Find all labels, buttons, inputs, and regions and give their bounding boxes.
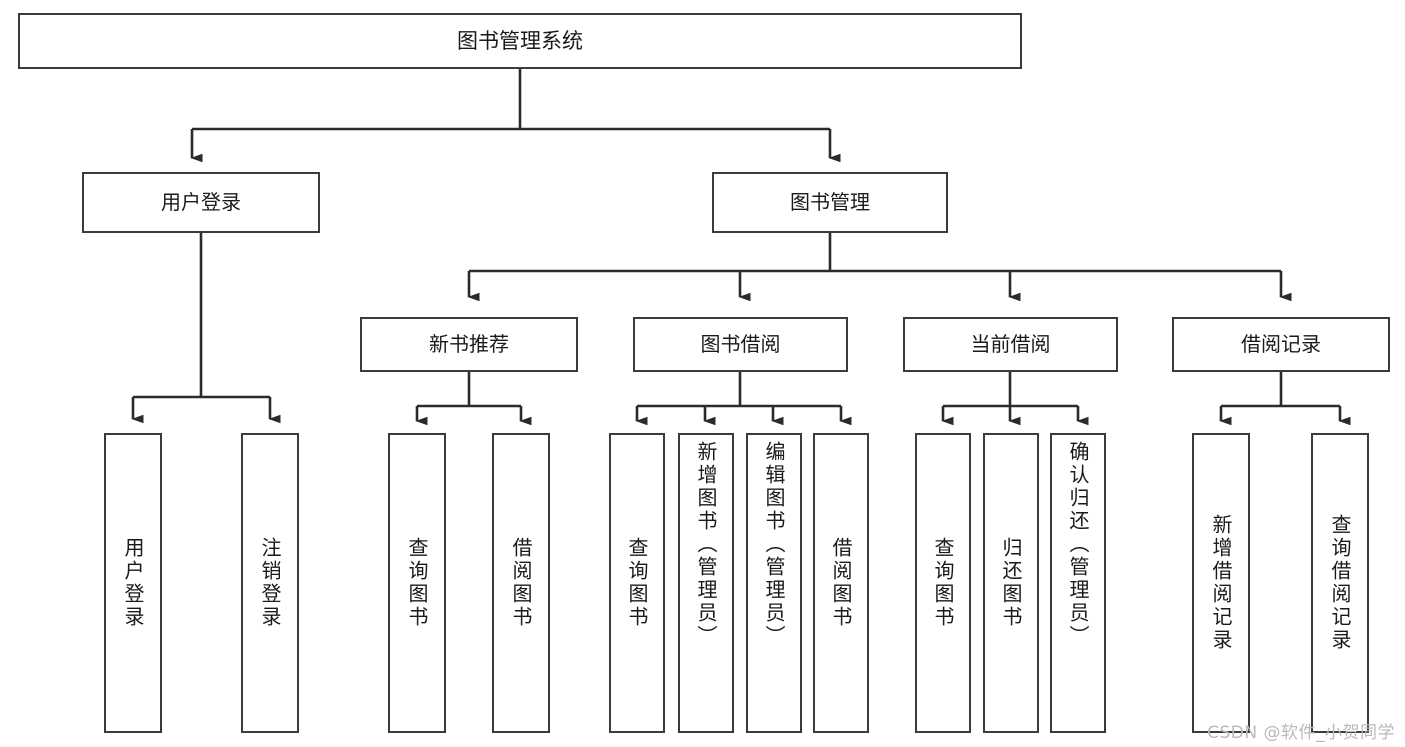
leaf-query-book-1-label: 查询图书 — [405, 537, 429, 629]
leaf-add-book-label: 新增图书（管理员） — [694, 441, 718, 648]
leaf-query-book-2[interactable]: 查询图书 — [609, 433, 665, 733]
leaf-logout[interactable]: 注销登录 — [241, 433, 299, 733]
leaf-query-record-label: 查询借阅记录 — [1328, 514, 1352, 652]
leaf-borrow-book-1-label: 借阅图书 — [509, 537, 533, 629]
leaf-confirm-return-label: 确认归还（管理员） — [1066, 441, 1090, 648]
leaf-return-book-label: 归还图书 — [999, 537, 1023, 629]
leaf-confirm-return[interactable]: 确认归还（管理员） — [1050, 433, 1106, 733]
leaf-add-book[interactable]: 新增图书（管理员） — [678, 433, 734, 733]
node-user-login-label: 用户登录 — [161, 189, 241, 214]
leaf-query-book-1[interactable]: 查询图书 — [388, 433, 446, 733]
leaf-edit-book-label: 编辑图书（管理员） — [762, 441, 786, 648]
leaf-add-record-label: 新增借阅记录 — [1209, 514, 1233, 652]
node-new-book-recommend-label: 新书推荐 — [429, 331, 509, 356]
leaf-query-book-3-label: 查询图书 — [931, 537, 955, 629]
leaf-query-book-3[interactable]: 查询图书 — [915, 433, 971, 733]
leaf-query-record[interactable]: 查询借阅记录 — [1311, 433, 1369, 733]
node-borrow-record-label: 借阅记录 — [1241, 331, 1321, 356]
leaf-borrow-book-1[interactable]: 借阅图书 — [492, 433, 550, 733]
leaf-edit-book[interactable]: 编辑图书（管理员） — [746, 433, 802, 733]
node-borrow-record[interactable]: 借阅记录 — [1172, 317, 1390, 372]
node-user-login[interactable]: 用户登录 — [82, 172, 320, 233]
node-current-borrow-label: 当前借阅 — [970, 331, 1051, 356]
node-root[interactable]: 图书管理系统 — [18, 13, 1022, 69]
node-book-manage[interactable]: 图书管理 — [712, 172, 948, 233]
leaf-user-login-label: 用户登录 — [121, 537, 145, 629]
leaf-user-login[interactable]: 用户登录 — [104, 433, 162, 733]
node-new-book-recommend[interactable]: 新书推荐 — [360, 317, 578, 372]
node-book-borrow-label: 图书借阅 — [700, 331, 781, 356]
leaf-logout-label: 注销登录 — [258, 537, 282, 629]
node-current-borrow[interactable]: 当前借阅 — [903, 317, 1118, 372]
leaf-return-book[interactable]: 归还图书 — [983, 433, 1039, 733]
node-book-manage-label: 图书管理 — [790, 189, 870, 214]
leaf-borrow-book-2-label: 借阅图书 — [829, 537, 853, 629]
leaf-query-book-2-label: 查询图书 — [625, 537, 649, 629]
node-book-borrow[interactable]: 图书借阅 — [633, 317, 848, 372]
leaf-add-record[interactable]: 新增借阅记录 — [1192, 433, 1250, 733]
leaf-borrow-book-2[interactable]: 借阅图书 — [813, 433, 869, 733]
node-root-label: 图书管理系统 — [457, 28, 583, 53]
